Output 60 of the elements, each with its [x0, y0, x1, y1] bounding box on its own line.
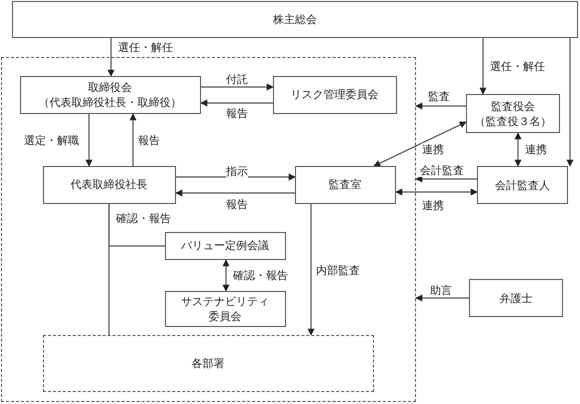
arrow: [201, 84, 274, 90]
edge-label: 連携: [422, 143, 444, 156]
arrow: [200, 100, 273, 106]
process-box: [466, 94, 560, 133]
node-label: （監査役３名）: [474, 114, 552, 128]
node-label: 各部署: [192, 356, 224, 370]
process-box: [20, 76, 200, 114]
arrow: [175, 190, 295, 196]
edge-label: 助言: [430, 284, 452, 297]
connector-line: [108, 204, 110, 335]
process-box: [164, 290, 286, 326]
edge-label: 会計監査: [420, 164, 464, 177]
edge-label: 連携: [525, 143, 547, 156]
process-box: [164, 232, 286, 260]
process-box: [272, 76, 396, 114]
arrow: [415, 176, 477, 182]
edge-label: 選任・解任: [490, 60, 545, 73]
process-box: [294, 166, 396, 204]
arrow: [222, 259, 230, 292]
process-box: [42, 166, 176, 204]
arrow: [373, 121, 467, 167]
arrow: [130, 113, 136, 166]
node-label: 監査室: [328, 177, 362, 192]
arrow: [395, 188, 478, 196]
process-box: [469, 279, 563, 317]
process-box: [12, 1, 578, 38]
arrow: [308, 204, 314, 336]
node-label: （代表取締役社長・取締役）: [38, 94, 182, 110]
arrow: [415, 102, 466, 110]
edge-label: 内部監査: [316, 264, 360, 277]
node-label: 株主総会: [273, 12, 317, 27]
edge-label: 確認・報告: [233, 269, 288, 282]
arrow: [415, 294, 469, 302]
node-label: 会計監査人: [495, 178, 550, 192]
boundary-box: [1, 57, 416, 402]
department-area: [42, 334, 374, 392]
edge-label: 報告: [226, 107, 248, 120]
arrow: [86, 114, 92, 167]
edge-label: 報告: [138, 134, 160, 147]
arrow: [108, 38, 114, 77]
edge-label: 監査: [428, 90, 450, 103]
edge-label: 確認・報告: [116, 212, 171, 225]
edge-label: 指示: [226, 165, 248, 178]
process-box: [477, 166, 568, 204]
node-label: 弁護士: [500, 290, 532, 306]
edge-label: 連携: [422, 199, 444, 212]
arrow: [176, 174, 296, 180]
node-label: バリュー定例会議: [181, 238, 269, 253]
edge-label: 報告: [226, 198, 248, 211]
node-label: 取締役会: [88, 80, 132, 94]
arrow: [514, 132, 522, 167]
edge-label: 選任・解任: [118, 41, 173, 54]
node-label: サステナビリティ委員会: [180, 294, 270, 324]
arrow: [566, 38, 574, 167]
edge-label: 選定・解職: [24, 134, 79, 147]
node-label: リスク管理委員会: [290, 87, 378, 102]
arrow: [480, 38, 486, 95]
node-label: 代表取締役社長: [70, 177, 148, 192]
edge-label: 付託: [226, 73, 248, 86]
node-label: 監査役会: [491, 98, 535, 114]
